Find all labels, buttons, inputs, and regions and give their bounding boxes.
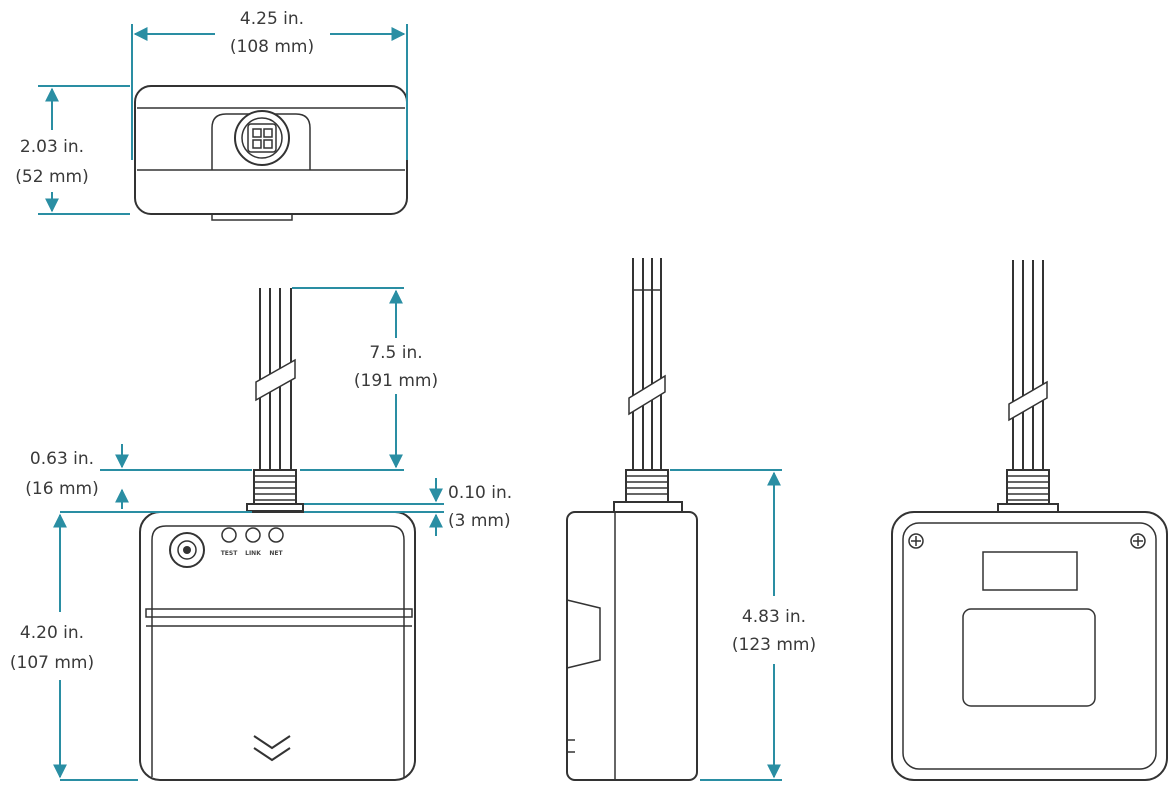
nut-thickness-dimension: 0.10 in. (3 mm) — [304, 478, 512, 536]
led-link: LINK — [245, 527, 261, 557]
width-mm-label: (108 mm) — [230, 37, 314, 57]
screw-icon-right — [1130, 533, 1146, 549]
body-height-dimension: 4.20 in. (107 mm) — [10, 513, 138, 781]
overall-height-in-label: 4.83 in. — [742, 607, 806, 627]
nipple-length-in-label: 0.63 in. — [30, 449, 94, 469]
top-view — [134, 85, 408, 221]
chevron-down-icon — [253, 735, 291, 762]
lead-length-mm-label: (191 mm) — [354, 371, 438, 391]
overall-height-dimension: 4.83 in. (123 mm) — [670, 469, 816, 781]
overall-height-mm-label: (123 mm) — [732, 635, 816, 655]
nipple-length-mm-label: (16 mm) — [25, 479, 98, 499]
connector-icon — [234, 110, 290, 166]
lead-length-dimension: 7.5 in. (191 mm) — [292, 287, 438, 471]
led-test-label: TEST — [221, 550, 239, 557]
depth-mm-label: (52 mm) — [15, 167, 88, 187]
body-height-in-label: 4.20 in. — [20, 623, 84, 643]
led-link-label: LINK — [245, 550, 261, 557]
screw-icon-left — [908, 533, 924, 549]
lead-length-in-label: 7.5 in. — [369, 343, 422, 363]
body-height-mm-label: (107 mm) — [10, 653, 94, 673]
led-net: NET — [268, 527, 284, 557]
width-dimension: 4.25 in. (108 mm) — [131, 9, 408, 160]
led-net-label: NET — [269, 550, 283, 557]
depth-dimension: 2.03 in. (52 mm) — [15, 85, 130, 215]
reset-button — [169, 532, 205, 568]
depth-in-label: 2.03 in. — [20, 137, 84, 157]
front-view: TEST LINK NET — [139, 288, 416, 781]
led-test: TEST — [221, 527, 239, 557]
nipple-length-dimension: 0.63 in. (16 mm) — [25, 444, 252, 513]
nut-thickness-mm-label: (3 mm) — [448, 511, 511, 531]
nut-thickness-in-label: 0.10 in. — [448, 483, 512, 503]
side-view — [566, 258, 698, 781]
back-view — [891, 260, 1168, 781]
width-in-label: 4.25 in. — [240, 9, 304, 29]
